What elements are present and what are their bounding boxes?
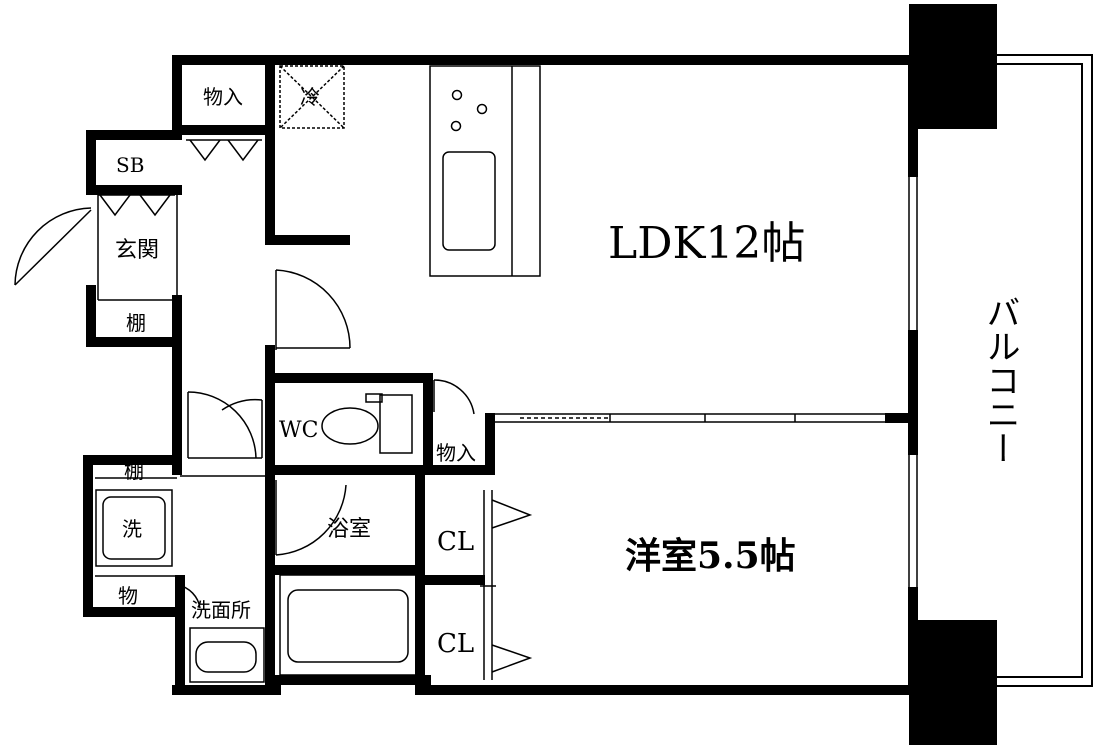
washroom-label: 洗面所 xyxy=(191,598,251,622)
balcony-label: バルコニー xyxy=(980,295,1020,465)
storage-small-label: 物 xyxy=(118,584,138,608)
structural-columns xyxy=(909,4,997,745)
shelf-mid-label: 棚 xyxy=(124,459,144,483)
entrance-label: 玄関 xyxy=(115,238,159,263)
storage-top-label: 物入 xyxy=(203,85,243,109)
shelf-top-label: 棚 xyxy=(126,311,146,335)
closet-1-label: CL xyxy=(437,527,474,557)
storage-mid-label: 物入 xyxy=(436,441,476,465)
western-room-label: 洋室5.5帖 xyxy=(625,535,796,577)
wc-label: WC xyxy=(279,418,318,443)
ldk-label: LDK12帖 xyxy=(608,218,805,269)
washer-label: 洗 xyxy=(122,517,142,541)
closet-2-label: CL xyxy=(437,629,474,659)
fridge-label: 冷 xyxy=(300,85,320,109)
bath-label: 浴室 xyxy=(327,517,371,542)
walls xyxy=(83,55,918,695)
thin-details xyxy=(14,65,918,683)
shoe-box-label: SB xyxy=(116,153,144,177)
balcony-area xyxy=(995,54,1093,687)
